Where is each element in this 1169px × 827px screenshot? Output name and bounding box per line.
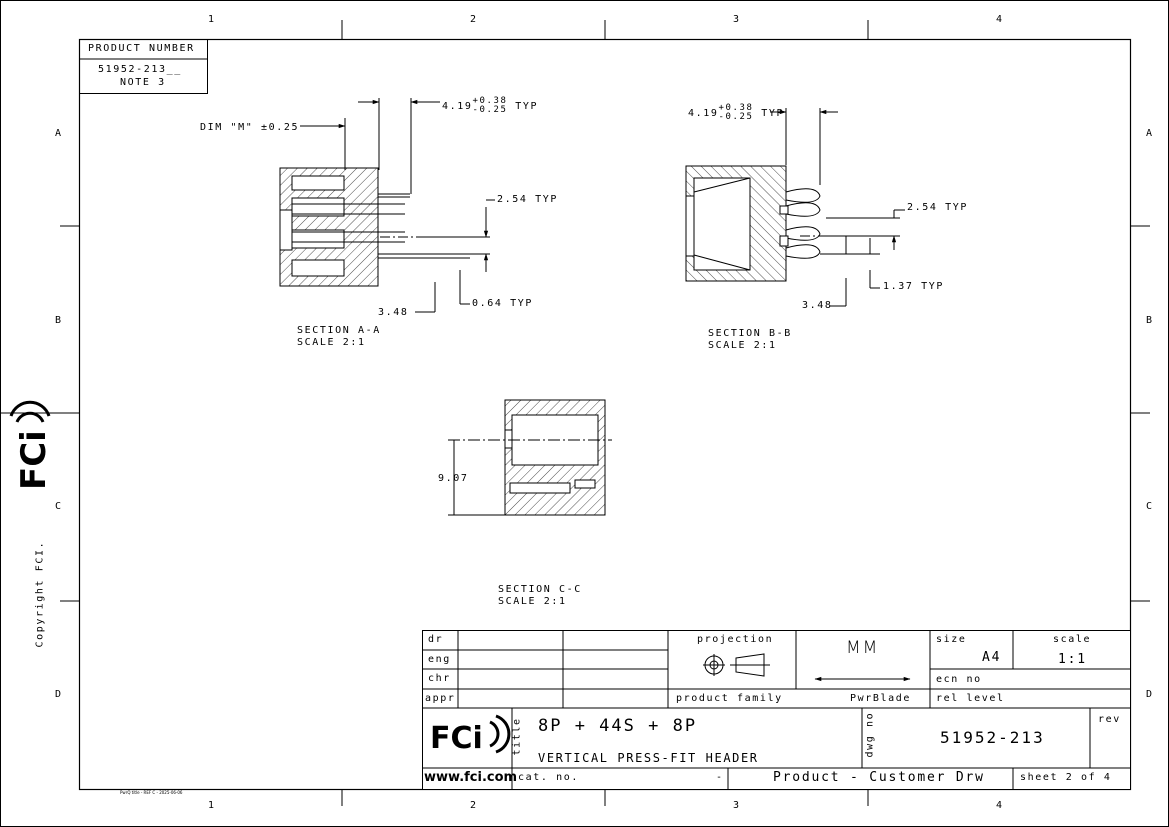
tb-scale-value: 1:1 [1058,652,1087,667]
bb-dim-pitch-base: 4.19 [688,108,719,119]
svg-text:FCi: FCi [14,430,54,490]
aa-section-scale: SCALE 2:1 [297,337,366,348]
tb-chr-label: chr [428,673,451,684]
product-number-header: PRODUCT NUMBER [88,43,195,54]
aa-dim-pitch-plus: +0.38 [472,96,508,106]
tb-website-link[interactable]: www.fci.com [424,770,518,785]
zone-col-4-top: 4 [996,14,1003,25]
aa-dim-pitch: 4.19+0.38-0.25 TYP [442,97,538,115]
tb-dwg-value: 51952-213 [940,728,1045,747]
zone-row-b-right: B [1146,315,1153,326]
bb-dim-pitch: 4.19+0.38-0.25 TYP [688,104,784,122]
zone-row-d-right: D [1146,689,1153,700]
cc-section-scale: SCALE 2:1 [498,596,567,607]
zone-row-a-right: A [1146,128,1153,139]
section-cc-geometry [448,399,612,516]
product-number-note: NOTE 3 [120,77,166,88]
zone-col-3-bottom: 3 [733,800,740,811]
tb-title-line1: 8P + 44S + 8P [538,716,698,736]
cc-section-title: SECTION C-C [498,584,582,595]
svg-text:FCi: FCi [430,721,483,756]
cc-dim-907: 9.07 [438,473,469,484]
zone-row-b-left: B [55,315,62,326]
tb-cat-value: - [716,772,724,783]
zone-col-1-bottom: 1 [208,800,215,811]
tb-size-label: size [936,634,967,645]
aa-dim-pitch-typ: TYP [515,101,539,112]
tb-title-label: title [511,717,523,756]
tb-cat-label: cat. no. [518,772,579,783]
tb-title-line2: VERTICAL PRESS-FIT HEADER [538,751,759,765]
tb-dwg-label: dwg no [864,711,876,758]
zone-row-a-left: A [55,128,62,139]
tb-scale-label: scale [1053,634,1092,645]
zone-col-4-bottom: 4 [996,800,1003,811]
tb-rel-level-label: rel level [936,693,1005,704]
zone-row-d-left: D [55,689,62,700]
aa-dim-pitch-base: 4.19 [442,101,473,112]
tb-sheet: sheet 2 of 4 [1020,772,1112,783]
tb-dr-label: dr [428,634,444,645]
bb-dim-254: 2.54 TYP [907,202,968,213]
aa-section-title: SECTION A-A [297,325,381,336]
aa-dim-254: 2.54 TYP [497,194,558,205]
tb-appr-label: appr [425,693,456,704]
aa-dim-064: 0.64 TYP [472,298,533,309]
bb-section-title: SECTION B-B [708,328,792,339]
tb-rev-label: rev [1098,714,1121,725]
section-bb-geometry [685,108,905,307]
tb-eng-label: eng [428,654,451,665]
title-block-grid [422,630,1131,790]
zone-col-3-top: 3 [733,14,740,25]
zone-col-2-bottom: 2 [470,800,477,811]
aa-dim-348: 3.48 [378,307,409,318]
tb-product-family-value: PwrBlade [850,693,911,704]
bb-dim-pitch-minus: -0.25 [718,112,754,122]
bb-dim-pitch-typ: TYP [761,108,785,119]
product-number-value: 51952-213__ [98,64,182,75]
zone-col-2-top: 2 [470,14,477,25]
bb-dim-pitch-plus: +0.38 [718,103,754,113]
product-number-box [79,39,208,94]
aa-dim-pitch-minus: -0.25 [472,105,508,115]
tb-projection-label: projection [697,634,774,645]
bb-dim-348: 3.48 [802,300,833,311]
tb-drawing-type: Product - Customer Drw [773,770,985,785]
footer-tiny: PwrQ title - REF C - 2025-06-06 [120,790,183,795]
fci-logo-title: FCi [430,714,511,756]
bb-section-scale: SCALE 2:1 [708,340,777,351]
zone-row-c-right: C [1146,501,1153,512]
tb-size-value: A4 [982,650,1002,665]
zone-row-c-left: C [55,501,62,512]
aa-dim-m: DIM "M" ±0.25 [200,122,300,133]
tb-ecn-label: ecn no [936,674,982,685]
section-aa-geometry [279,98,495,313]
bb-dim-137: 1.37 TYP [883,281,944,292]
zone-col-1-top: 1 [208,14,215,25]
tb-product-family-label: product family [676,693,783,704]
fci-logo-side: FCi [9,400,54,490]
copyright-text: Copyright FCI. [34,540,46,648]
tb-units: MM [846,638,880,658]
